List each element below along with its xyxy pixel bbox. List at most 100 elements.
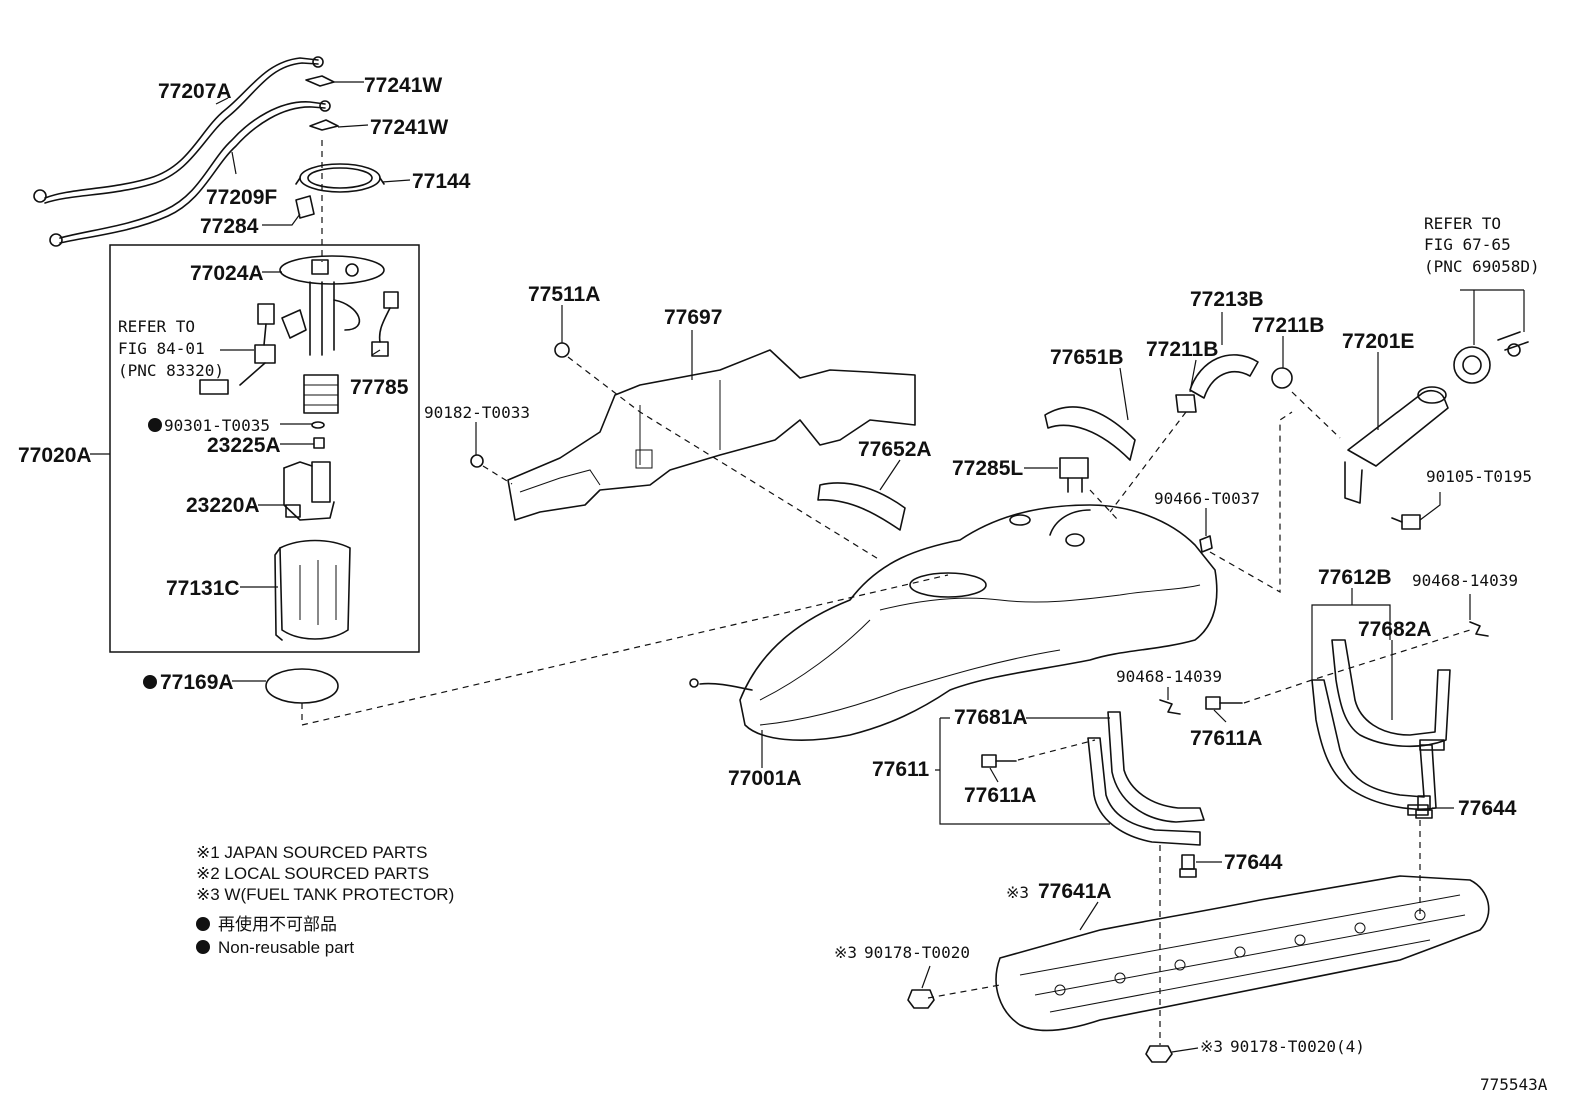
callout-90182-t0033[interactable]: 90182-T0033 <box>424 403 530 422</box>
callout-77612b[interactable]: 77612B <box>1318 566 1392 589</box>
nut-90178-icon <box>907 989 1173 1063</box>
legend-en: Non-reusable part <box>218 938 354 957</box>
guide-line <box>567 356 881 561</box>
callout-77211b[interactable]: 77211B <box>1252 314 1324 337</box>
guide-line <box>482 465 513 485</box>
guide-line <box>301 574 949 726</box>
non-reusable-dot-icon <box>143 675 157 689</box>
filler-pipe-77201e-icon <box>1344 386 1449 504</box>
fuel-pump-top-77024a-icon <box>279 255 385 356</box>
callout-77785[interactable]: 77785 <box>350 376 409 399</box>
callout-77611a[interactable]: 77611A <box>1190 727 1262 750</box>
tank-band-77681a-icon <box>1087 711 1205 846</box>
callout-77682a[interactable]: 77682A <box>1358 618 1432 641</box>
ref-mark: ※3 <box>1006 883 1029 902</box>
fuel-sender-gauge-icon <box>199 303 276 395</box>
callout-77681a[interactable]: 77681A <box>954 706 1028 729</box>
refer-note-fig84: REFER TO FIG 84-01 (PNC 83320) <box>118 317 224 380</box>
callout-77641a[interactable]: 77641A <box>1038 880 1112 903</box>
fuel-pump-motor-23220a-icon <box>283 461 335 521</box>
callout-77511a[interactable]: 77511A <box>528 283 600 306</box>
protector-77651b-icon <box>1044 406 1136 461</box>
callout-77144[interactable]: 77144 <box>412 170 471 193</box>
svg-text:FIG 67-65: FIG 67-65 <box>1424 235 1511 254</box>
refer-note-fig67: REFER TO FIG 67-65 (PNC 69058D) <box>1424 214 1540 276</box>
callout-77169a[interactable]: 77169A <box>160 671 234 694</box>
callout-77611a[interactable]: 77611A <box>964 784 1036 807</box>
callout-23220a[interactable]: 23220A <box>186 494 260 517</box>
fuel-cap-icon <box>1453 331 1529 384</box>
callout-77211b[interactable]: 77211B <box>1146 338 1218 361</box>
callout-77241w[interactable]: 77241W <box>370 116 448 139</box>
callout-90178-t0020[interactable]: 90178-T0020 <box>864 943 970 962</box>
fuel-line-tubes <box>33 56 331 247</box>
guide-line <box>1017 739 1096 761</box>
legend-note-3: ※3 W(FUEL TANK PROTECTOR) <box>196 885 454 904</box>
callout-77241w[interactable]: 77241W <box>364 74 442 97</box>
callout-77209f[interactable]: 77209F <box>206 186 277 209</box>
svg-text:(PNC 69058D): (PNC 69058D) <box>1424 257 1540 276</box>
bolt-77644-icon <box>1179 795 1433 878</box>
callout-77285l[interactable]: 77285L <box>952 457 1023 480</box>
leader-lines <box>90 81 1471 1053</box>
guide-line <box>927 984 1001 999</box>
protector-77652a-icon <box>817 482 906 531</box>
guide-line <box>1291 391 1341 439</box>
callout-23225a[interactable]: 23225A <box>207 434 281 457</box>
callout-77024a[interactable]: 77024A <box>190 262 264 285</box>
callout-90466-t0037[interactable]: 90466-T0037 <box>1154 489 1260 508</box>
callout-77697[interactable]: 77697 <box>664 306 722 329</box>
clip-77511a-icon <box>554 342 570 358</box>
part-callouts: 77207A 77241W 77241W 77209F 77144 77284 … <box>18 74 1532 1056</box>
callout-77644[interactable]: 77644 <box>1224 851 1283 874</box>
callout-77213b[interactable]: 77213B <box>1190 288 1264 311</box>
leader-line <box>1460 289 1525 345</box>
connector-77785-icon <box>371 291 399 357</box>
fuel-tank-77001a-icon <box>689 504 1218 741</box>
callout-90301-t0035[interactable]: 90301-T0035 <box>164 416 270 435</box>
callout-77651b[interactable]: 77651B <box>1050 346 1124 369</box>
callout-77611[interactable]: 77611 <box>872 758 930 781</box>
fuel-pump-assembly-box <box>109 244 420 653</box>
callout-77001a[interactable]: 77001A <box>728 767 802 790</box>
bolt-90105-icon <box>1391 514 1421 530</box>
figure-id: 775543A <box>1480 1075 1548 1094</box>
svg-text:(PNC 83320): (PNC 83320) <box>118 361 224 380</box>
tank-protector-77641a-icon <box>995 875 1490 1032</box>
callout-77652a[interactable]: 77652A <box>858 438 932 461</box>
callout-77020a[interactable]: 77020A <box>18 444 92 467</box>
legend: ※1 JAPAN SOURCED PARTS ※2 LOCAL SOURCED … <box>196 843 454 957</box>
bolt-77611a-icon <box>981 696 1243 768</box>
callout-77207a[interactable]: 77207A <box>158 80 232 103</box>
callout-90178-t0020-4[interactable]: 90178-T0020(4) <box>1230 1037 1365 1056</box>
callout-77644[interactable]: 77644 <box>1458 797 1517 820</box>
guide-line <box>1109 411 1187 513</box>
ref-mark: ※3 <box>1200 1037 1223 1056</box>
legend-note-2: ※2 LOCAL SOURCED PARTS <box>196 864 429 883</box>
tank-band-77612b-icon <box>1311 679 1437 816</box>
legend-dot-icon <box>196 917 210 931</box>
heat-insulator-77697-icon <box>507 349 916 521</box>
guide-line <box>1209 411 1293 594</box>
callout-90105-t0195[interactable]: 90105-T0195 <box>1426 467 1532 486</box>
clip-90182-icon <box>470 454 484 468</box>
legend-jp: 再使用不可部品 <box>218 914 337 934</box>
clip-90466-icon <box>1199 535 1213 553</box>
clip-90468-icon <box>1159 699 1181 715</box>
clip-90468-icon <box>1469 621 1489 637</box>
guide-line <box>1243 629 1471 704</box>
callout-77201e[interactable]: 77201E <box>1342 330 1414 353</box>
callout-77131c[interactable]: 77131C <box>166 577 240 600</box>
tank-band-77682a-icon <box>1331 639 1451 751</box>
svg-text:REFER TO: REFER TO <box>118 317 195 336</box>
callout-90468-14039[interactable]: 90468-14039 <box>1412 571 1518 590</box>
svg-text:FIG 84-01: FIG 84-01 <box>118 339 205 358</box>
legend-dot-icon <box>196 940 210 954</box>
gasket-77169a-icon <box>265 668 339 704</box>
non-reusable-dot-icon <box>148 418 162 432</box>
callout-77284[interactable]: 77284 <box>200 215 259 238</box>
clip-77284-icon <box>295 195 315 219</box>
callout-90468-14039[interactable]: 90468-14039 <box>1116 667 1222 686</box>
guide-line <box>1089 489 1119 521</box>
